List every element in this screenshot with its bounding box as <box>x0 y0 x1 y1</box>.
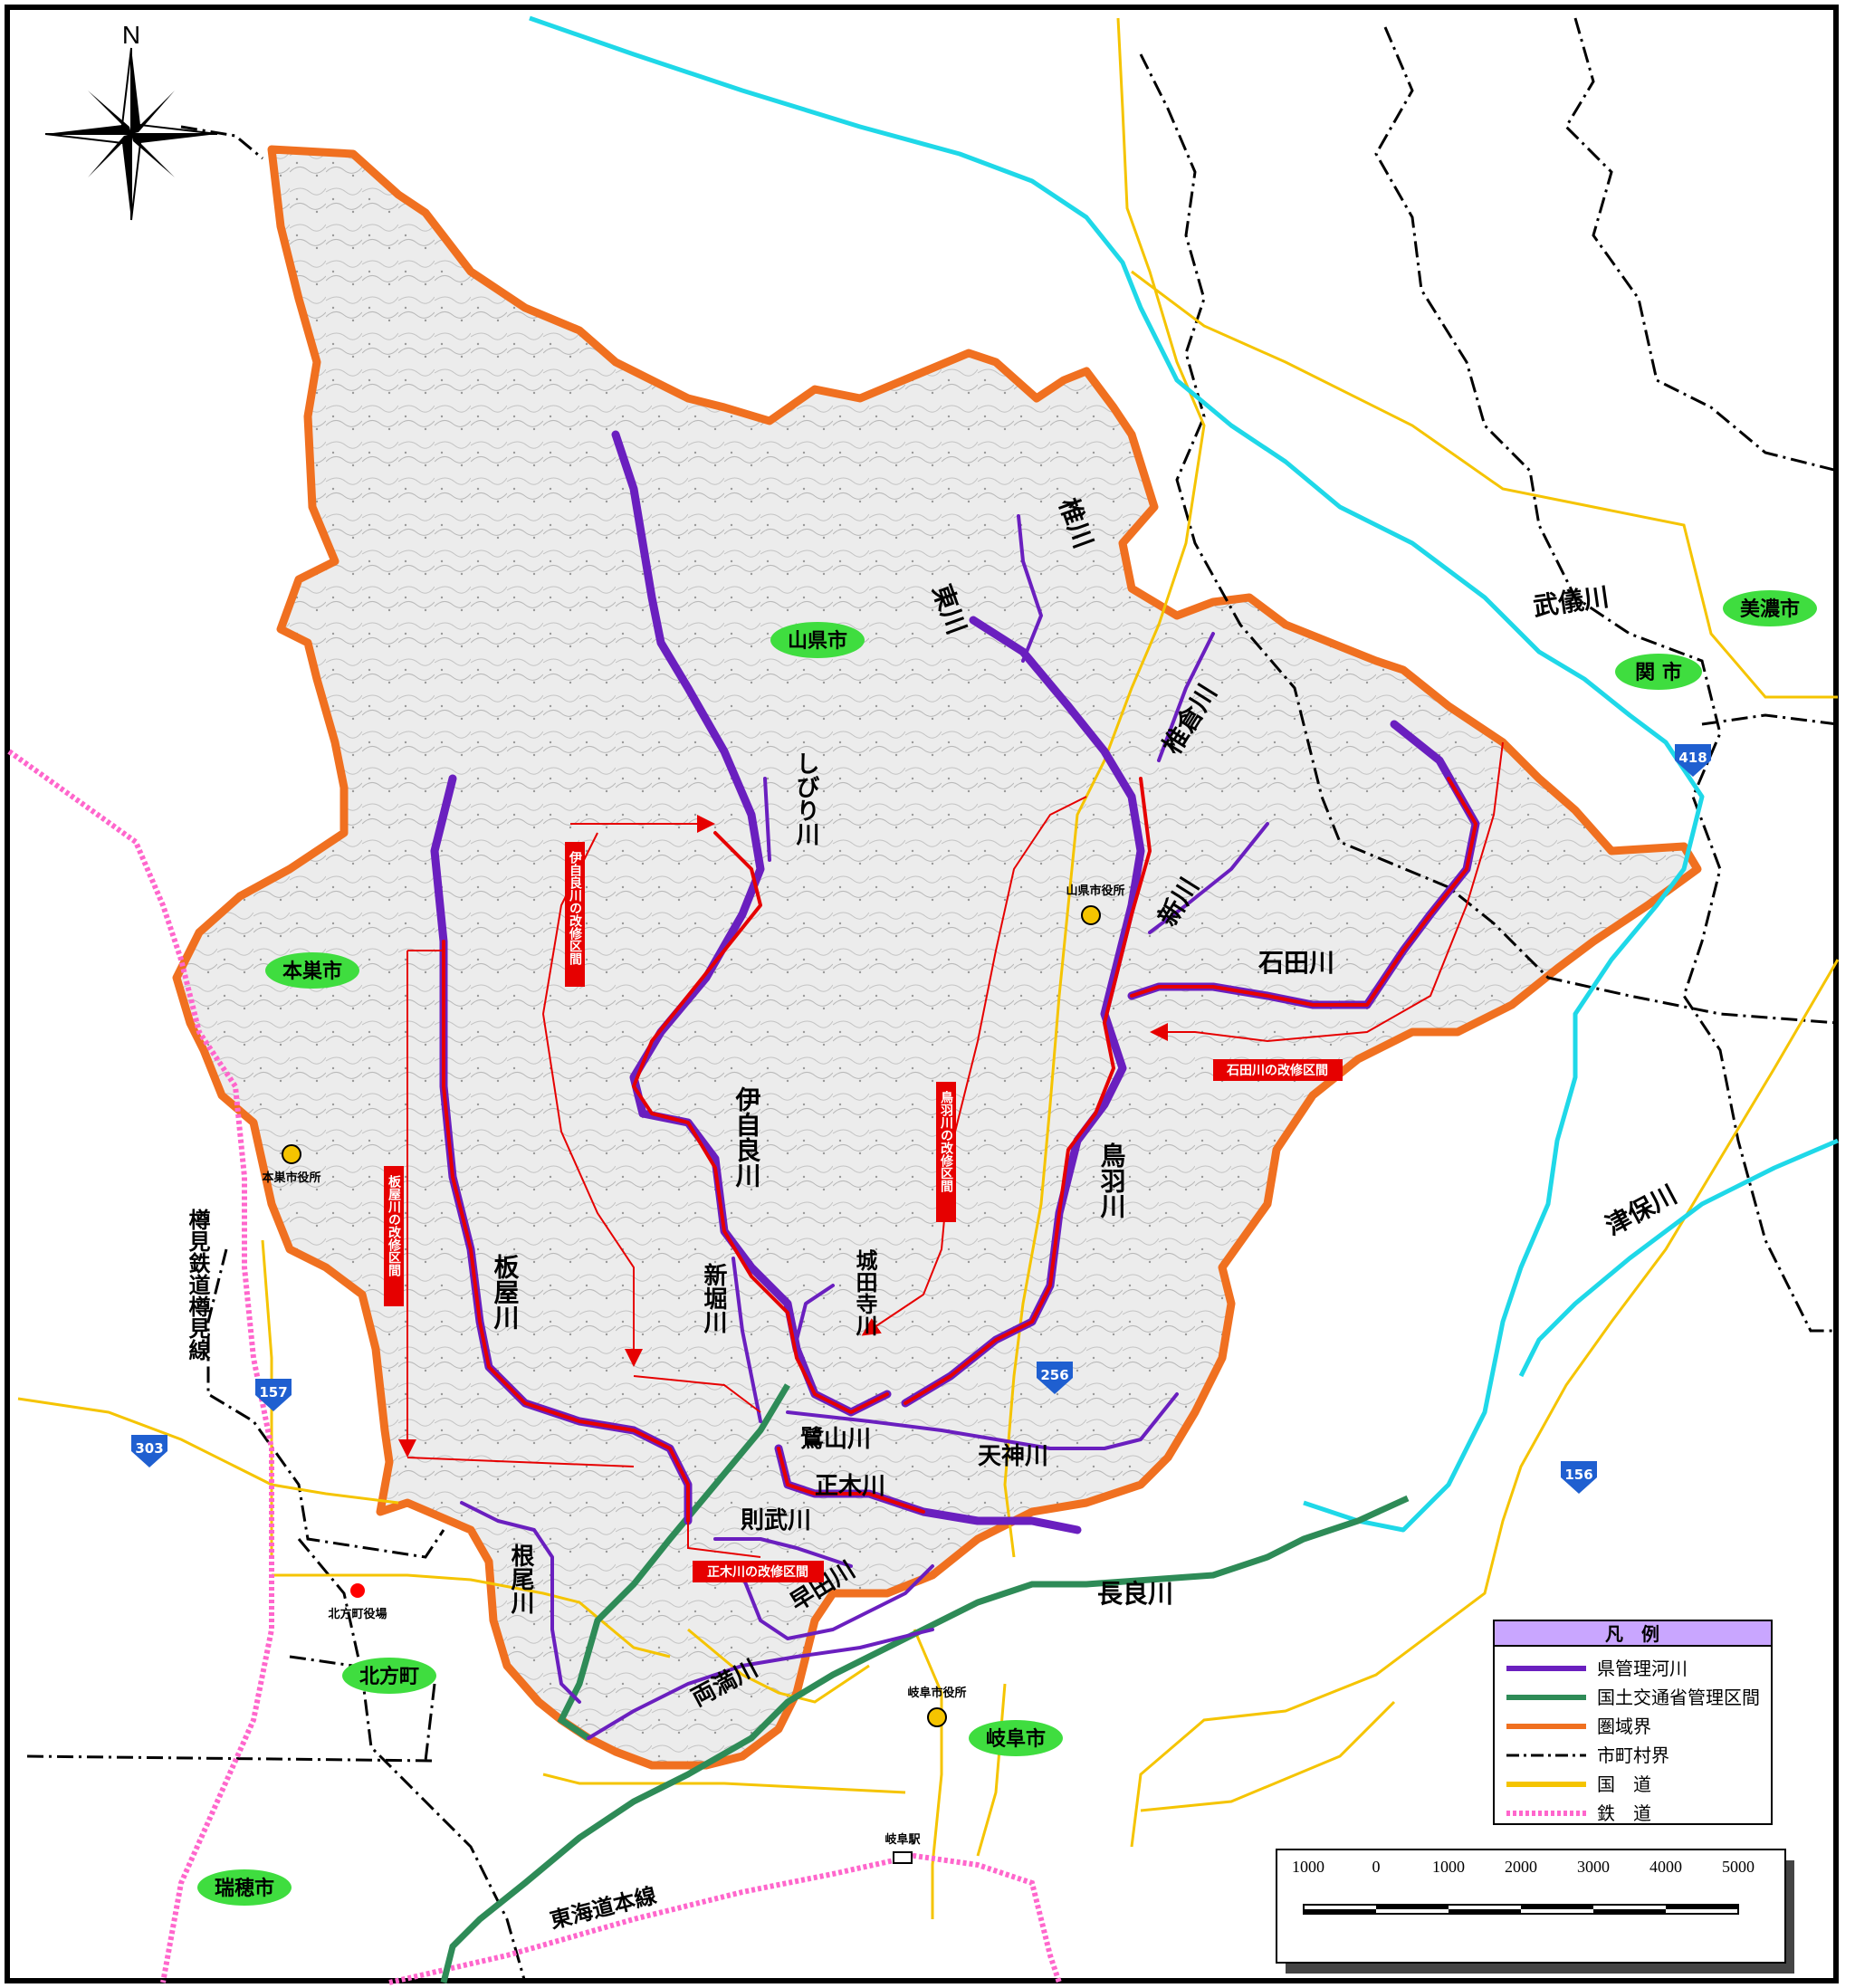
city-mino: 美濃市 <box>1723 590 1817 626</box>
improvement-arrows <box>398 741 1504 1558</box>
motosu-office-marker <box>282 1144 301 1164</box>
svg-text:伊自良川の改修区間: 伊自良川の改修区間 <box>568 850 583 966</box>
railway-label-tarumi: 樽見鉄道樽見線 <box>185 1208 210 1362</box>
river-label-shinbori: 新堀川 <box>700 1262 727 1333</box>
scale-label-2: 1000 <box>1432 1858 1465 1876</box>
city-mino-label: 美濃市 <box>1740 597 1800 621</box>
scale-bar: 1000 0 1000 2000 3000 4000 5000 <box>1276 1849 1794 1974</box>
city-gifu-label: 岐阜市 <box>986 1727 1046 1751</box>
legend-label-0: 県管理河川 <box>1597 1658 1688 1679</box>
legend-label-4: 国 道 <box>1597 1773 1651 1795</box>
svg-text:418: 418 <box>1678 750 1707 766</box>
svg-text:157: 157 <box>259 1384 287 1400</box>
route-303-shield: 303 <box>131 1435 167 1467</box>
yamagata-office-marker <box>1081 905 1101 925</box>
north-label: N <box>122 21 140 49</box>
river-label-ishida: 石田川 <box>1257 948 1334 978</box>
river-label-sagiyama: 鷺山川 <box>800 1426 871 1453</box>
gifu-station-label: 岐阜駅 <box>884 1832 921 1847</box>
route-shields: 418 256 157 303 156 <box>131 744 1711 1494</box>
river-label-neo: 根尾川 <box>507 1544 534 1614</box>
route-418-shield: 418 <box>1675 744 1711 777</box>
municipal-boundaries <box>26 17 1839 1983</box>
city-yamagata: 山県市 <box>770 622 865 658</box>
national-roads <box>17 17 1840 1919</box>
compass-rose: N <box>44 21 218 221</box>
ryoman-mlit-section <box>557 1383 791 1741</box>
improvement-labels: 伊自良川の改修区間 鳥羽川の改修区間 板屋川の改修区間 石田川の改修区間 正木川… <box>384 842 1343 1582</box>
city-kitagata-label: 北方町 <box>359 1665 419 1688</box>
svg-text:正木川の改修区間: 正木川の改修区間 <box>707 1564 808 1580</box>
city-mizuho-label: 瑞穂市 <box>215 1877 274 1900</box>
river-label-itaya: 板屋川 <box>491 1254 521 1330</box>
city-seki-label: 関 市 <box>1635 661 1682 684</box>
scale-label-6: 5000 <box>1722 1858 1755 1876</box>
prefecture-rivers <box>430 430 1480 1740</box>
river-label-nagara: 長良川 <box>1097 1579 1173 1609</box>
river-label-jodenji: 城田寺川 <box>852 1248 877 1336</box>
city-motosu: 本巣市 <box>265 952 359 989</box>
svg-text:156: 156 <box>1564 1467 1592 1483</box>
svg-text:303: 303 <box>135 1440 163 1457</box>
improvement-label-itaya: 板屋川の改修区間 <box>384 1166 404 1306</box>
route-157-shield: 157 <box>255 1379 292 1411</box>
gifu-station-marker <box>893 1851 913 1864</box>
scale-label-4: 3000 <box>1577 1858 1610 1876</box>
city-kitagata: 北方町 <box>342 1658 436 1694</box>
nagara-mlit-section <box>440 1495 1410 1983</box>
gifu-office-label: 岐阜市役所 <box>907 1686 966 1700</box>
scale-label-3: 2000 <box>1505 1858 1537 1876</box>
railways <box>7 749 1062 1985</box>
improvement-label-ijira: 伊自良川の改修区間 <box>565 842 585 987</box>
improvement-label-ishida: 石田川の改修区間 <box>1213 1059 1343 1081</box>
kitagata-office-marker <box>350 1583 365 1598</box>
city-motosu-label: 本巣市 <box>282 960 342 983</box>
city-mizuho: 瑞穂市 <box>197 1869 292 1906</box>
svg-text:石田川の改修区間: 石田川の改修区間 <box>1226 1063 1328 1078</box>
external-rivers <box>529 15 1839 1533</box>
city-gifu: 岐阜市 <box>969 1720 1063 1756</box>
yamagata-office-label: 山県市役所 <box>1066 884 1124 898</box>
legend-title: 凡 例 <box>1605 1623 1659 1645</box>
legend-label-5: 鉄 道 <box>1597 1802 1651 1824</box>
legend-label-1: 国土交通省管理区間 <box>1597 1687 1760 1708</box>
gifu-office-marker <box>927 1707 947 1727</box>
river-label-tenjin: 天神川 <box>978 1443 1048 1470</box>
kitagata-office-label: 北方町役場 <box>328 1607 387 1621</box>
improvement-label-toba: 鳥羽川の改修区間 <box>936 1082 956 1222</box>
river-label-shibiri: しびり川 <box>792 751 819 846</box>
route-156-shield: 156 <box>1561 1461 1597 1494</box>
svg-text:256: 256 <box>1040 1367 1068 1383</box>
river-label-ijira: 伊自良川 <box>732 1086 762 1188</box>
svg-text:鳥羽川の改修区間: 鳥羽川の改修区間 <box>939 1090 954 1193</box>
city-yamagata-label: 山県市 <box>788 629 847 653</box>
motosu-office-label: 本巣市役所 <box>262 1171 320 1185</box>
basin-area <box>172 145 1702 1770</box>
river-label-noritake: 則武川 <box>741 1507 811 1534</box>
scale-label-1: 0 <box>1372 1858 1381 1876</box>
route-256-shield: 256 <box>1037 1362 1073 1394</box>
legend-label-3: 市町村界 <box>1597 1744 1669 1766</box>
river-label-masaki: 正木川 <box>815 1473 885 1500</box>
river-label-toba: 鳥羽川 <box>1097 1142 1127 1219</box>
svg-text:板屋川の改修区間: 板屋川の改修区間 <box>387 1174 402 1277</box>
scale-label-0: 1000 <box>1292 1858 1324 1876</box>
legend-label-2: 圏域界 <box>1597 1716 1651 1737</box>
scale-label-5: 4000 <box>1649 1858 1682 1876</box>
offices: 山県市役所 本巣市役所 北方町役場 岐阜市役所 岐阜駅 <box>262 884 1125 1864</box>
improvement-label-masaki: 正木川の改修区間 <box>693 1561 824 1582</box>
city-seki: 関 市 <box>1615 654 1702 690</box>
